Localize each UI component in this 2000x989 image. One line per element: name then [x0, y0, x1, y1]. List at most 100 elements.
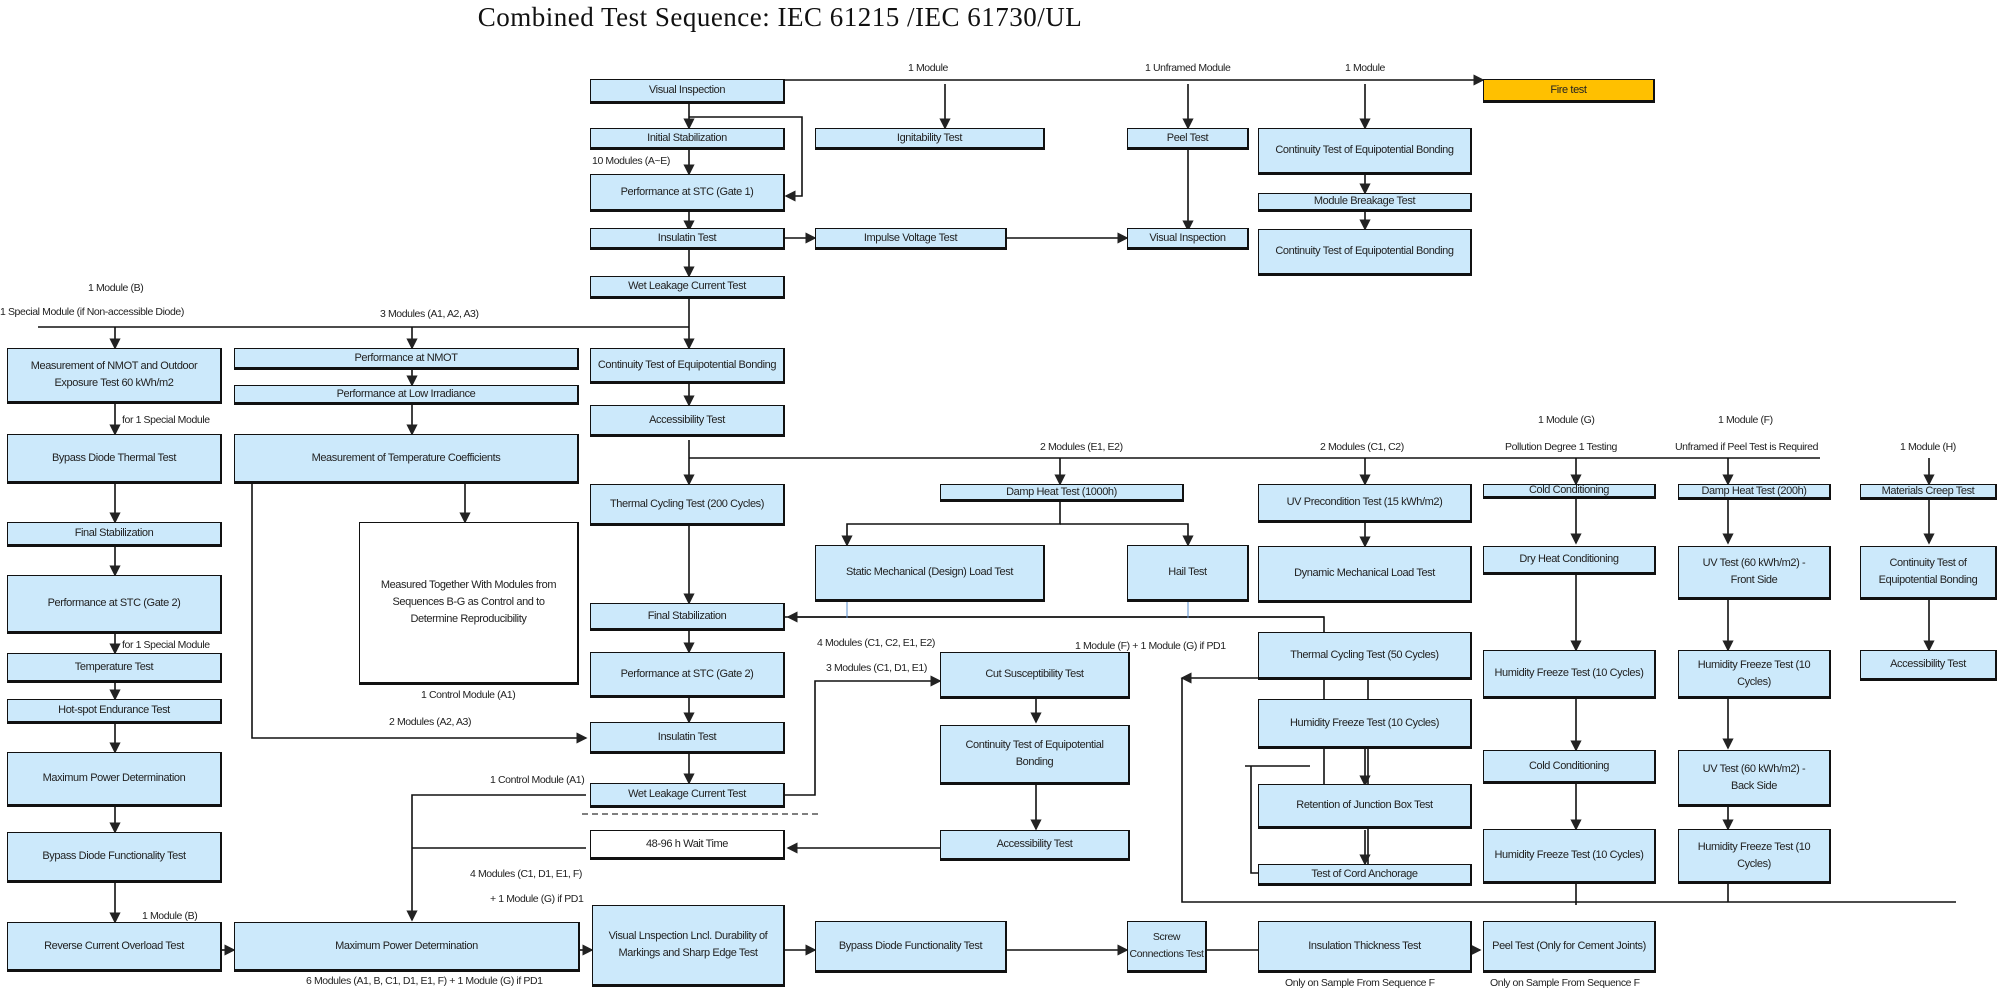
hail-test-box[interactable]: Hail Test [1127, 545, 1249, 602]
performance-stc-gate1-box[interactable]: Performance at STC (Gate 1) [590, 174, 785, 212]
humidity-freeze-g2-box[interactable]: Humidity Freeze Test (10 Cycles) [1483, 829, 1656, 884]
continuity-test-h-box[interactable]: Continuity Test of Equipotential Bonding [1860, 546, 1997, 600]
bypass-diode-functionality-bottom-box[interactable]: Bypass Diode Functionality Test [815, 921, 1007, 973]
uv-precondition-test-box[interactable]: UV Precondition Test (15 kWh/m2) [1258, 484, 1472, 523]
box-label: Dry Heat Conditioning [1519, 553, 1619, 565]
module-breakage-test-box[interactable]: Module Breakage Test [1258, 193, 1472, 212]
label-only-sample-f-2: Only on Sample From Sequence F [1490, 977, 1640, 989]
accessibility-test-h-box[interactable]: Accessibility Test [1860, 650, 1997, 681]
box-label: Insulatin Test [657, 730, 717, 743]
measured-together-box[interactable]: Measured Together With Modules from Sequ… [359, 522, 579, 685]
connector [785, 675, 942, 796]
cord-anchorage-test-box[interactable]: Test of Cord Anchorage [1258, 864, 1472, 886]
wet-leakage-current-test-2-box[interactable]: Wet Leakage Current Test [590, 783, 785, 808]
final-stabilization-left-box[interactable]: Final Stabilization [7, 522, 222, 547]
label-1-module-g: 1 Module (G) [1538, 414, 1595, 426]
label-2-modules-c: 2 Modules (C1, C2) [1320, 441, 1404, 453]
box-label: Visual Inspection [1149, 231, 1226, 244]
continuity-test-top-2-box[interactable]: Continuity Test of Equipotential Bonding [1258, 229, 1472, 276]
continuity-test-cut-box[interactable]: Continuity Test of Equipotential Bonding [940, 725, 1130, 785]
label-6-modules: 6 Modules (A1, B, C1, D1, E1, F) + 1 Mod… [306, 975, 543, 987]
box-label: Final Stabilization [647, 609, 727, 622]
performance-nmot-box[interactable]: Performance at NMOT [234, 348, 579, 370]
bypass-diode-thermal-test-box[interactable]: Bypass Diode Thermal Test [7, 434, 222, 484]
insulation-test-2-box[interactable]: Insulatin Test [590, 722, 785, 754]
insulation-thickness-test-box[interactable]: Insulation Thickness Test [1258, 921, 1472, 973]
temperature-test-box[interactable]: Temperature Test [7, 653, 222, 683]
thermal-cycling-50-box[interactable]: Thermal Cycling Test (50 Cycles) [1258, 632, 1472, 680]
materials-creep-test-box[interactable]: Materials Creep Test [1860, 484, 1997, 500]
faint-connector [846, 602, 1189, 618]
max-power-determination-bottom-box[interactable]: Maximum Power Determination [234, 922, 580, 972]
cold-conditioning-1-box[interactable]: Cold Conditioning [1483, 484, 1656, 499]
box-label: Maximum Power Determination [42, 772, 186, 784]
humidity-freeze-f1-box[interactable]: Humidity Freeze Test (10 Cycles) [1678, 650, 1831, 699]
box-label: Retention of Junction Box Test [1296, 799, 1433, 811]
label-1-module-f: 1 Module (F) [1718, 414, 1773, 426]
box-label: Temperature Test [74, 660, 154, 673]
retention-junction-box-test-box[interactable]: Retention of Junction Box Test [1258, 784, 1472, 829]
label-4-modules-c1-c2-e1-e2: 4 Modules (C1, C2, E1, E2) [817, 637, 935, 649]
accessibility-test-center-box[interactable]: Accessibility Test [590, 405, 785, 437]
box-label: Bypass Diode Functionality Test [42, 850, 186, 862]
continuity-test-center-box[interactable]: Continuity Test of Equipotential Bonding [590, 348, 785, 384]
cold-conditioning-2-box[interactable]: Cold Conditioning [1483, 750, 1656, 784]
label-2-modules-a2-a3: 2 Modules (A2, A3) [389, 716, 472, 728]
wait-time-box[interactable]: 48-96 h Wait Time [590, 830, 785, 860]
box-label: Humidity Freeze Test (10 Cycles) [1290, 716, 1439, 729]
visual-inspection-durability-box[interactable]: Visual Lnspection Lncl. Durability of Ma… [592, 905, 785, 987]
uv-test-back-box[interactable]: UV Test (60 kWh/m2) - Back Side [1678, 750, 1831, 807]
label-10-modules: 10 Modules (A~E) [592, 155, 670, 167]
box-label: Accessibility Test [1890, 658, 1966, 670]
box-label: Damp Heat Test (1000h) [1006, 485, 1117, 498]
initial-stabilization-box[interactable]: Initial Stabilization [590, 128, 785, 150]
final-stabilization-center-box[interactable]: Final Stabilization [590, 603, 785, 631]
uv-test-front-box[interactable]: UV Test (60 kWh/m2) - Front Side [1678, 546, 1831, 600]
bypass-diode-functionality-left-box[interactable]: Bypass Diode Functionality Test [7, 832, 222, 883]
dynamic-mechanical-load-box[interactable]: Dynamic Mechanical Load Test [1258, 546, 1472, 603]
insulation-test-box[interactable]: Insulatin Test [590, 228, 785, 250]
peel-test-box[interactable]: Peel Test [1127, 128, 1249, 150]
temperature-coefficients-box[interactable]: Measurement of Temperature Coefficients [234, 434, 579, 484]
humidity-freeze-c-box[interactable]: Humidity Freeze Test (10 Cycles) [1258, 699, 1472, 749]
reverse-current-overload-test-box[interactable]: Reverse Current Overload Test [7, 922, 222, 972]
box-label: Reverse Current Overload Test [44, 939, 184, 952]
connector [689, 116, 803, 202]
continuity-test-top-1-box[interactable]: Continuity Test of Equipotential Bonding [1258, 128, 1472, 175]
box-label: Module Breakage Test [1313, 195, 1416, 207]
box-label: Initial Stabilization [647, 131, 727, 144]
fire-test-box[interactable]: Fire test [1483, 79, 1655, 103]
accessibility-test-cut-box[interactable]: Accessibility Test [940, 830, 1130, 861]
label-1-special-module: 1 Special Module (if Non-accessible Diod… [0, 306, 184, 318]
humidity-freeze-f2-box[interactable]: Humidity Freeze Test (10 Cycles) [1678, 829, 1831, 884]
nmot-outdoor-exposure-box[interactable]: Measurement of NMOT and Outdoor Exposure… [7, 348, 222, 404]
damp-heat-1000h-box[interactable]: Damp Heat Test (1000h) [940, 484, 1184, 502]
performance-low-irradiance-box[interactable]: Performance at Low Irradiance [234, 385, 579, 405]
box-label: Fire test [1550, 83, 1587, 96]
humidity-freeze-g1-box[interactable]: Humidity Freeze Test (10 Cycles) [1483, 650, 1656, 699]
box-label: Performance at NMOT [354, 351, 458, 364]
peel-test-cement-joints-box[interactable]: Peel Test (Only for Cement Joints) [1483, 921, 1656, 973]
label-3-modules-c1-d1-e1: 3 Modules (C1, D1, E1) [826, 662, 927, 674]
box-label: Damp Heat Test (200h) [1701, 484, 1807, 497]
damp-heat-200h-box[interactable]: Damp Heat Test (200h) [1678, 484, 1831, 500]
performance-stc-gate2-center-box[interactable]: Performance at STC (Gate 2) [590, 652, 785, 698]
performance-stc-gate2-left-box[interactable]: Performance at STC (Gate 2) [7, 575, 222, 634]
max-power-determination-left-box[interactable]: Maximum Power Determination [7, 752, 222, 807]
box-label: Accessibility Test [649, 413, 725, 426]
visual-inspection-2-box[interactable]: Visual Inspection [1127, 228, 1249, 250]
screw-connections-test-box[interactable]: Screw Connections Test [1127, 921, 1207, 973]
ignitability-test-box[interactable]: Ignitability Test [815, 128, 1045, 150]
box-label: Static Mechanical (Design) Load Test [846, 566, 1013, 578]
box-label: Visual Inspection [648, 84, 726, 96]
visual-inspection-box[interactable]: Visual Inspection [590, 79, 785, 104]
wet-leakage-current-test-box[interactable]: Wet Leakage Current Test [590, 276, 785, 299]
hotspot-endurance-test-box[interactable]: Hot-spot Endurance Test [7, 699, 222, 724]
static-mechanical-load-box[interactable]: Static Mechanical (Design) Load Test [815, 545, 1045, 602]
box-label: Continuity Test of Equipotential Bonding [1878, 557, 1978, 586]
thermal-cycling-200-box[interactable]: Thermal Cycling Test (200 Cycles) [590, 484, 785, 526]
impulse-voltage-test-box[interactable]: Impulse Voltage Test [815, 228, 1007, 250]
dry-heat-conditioning-box[interactable]: Dry Heat Conditioning [1483, 546, 1656, 575]
cut-susceptibility-test-box[interactable]: Cut Susceptibility Test [940, 652, 1130, 699]
